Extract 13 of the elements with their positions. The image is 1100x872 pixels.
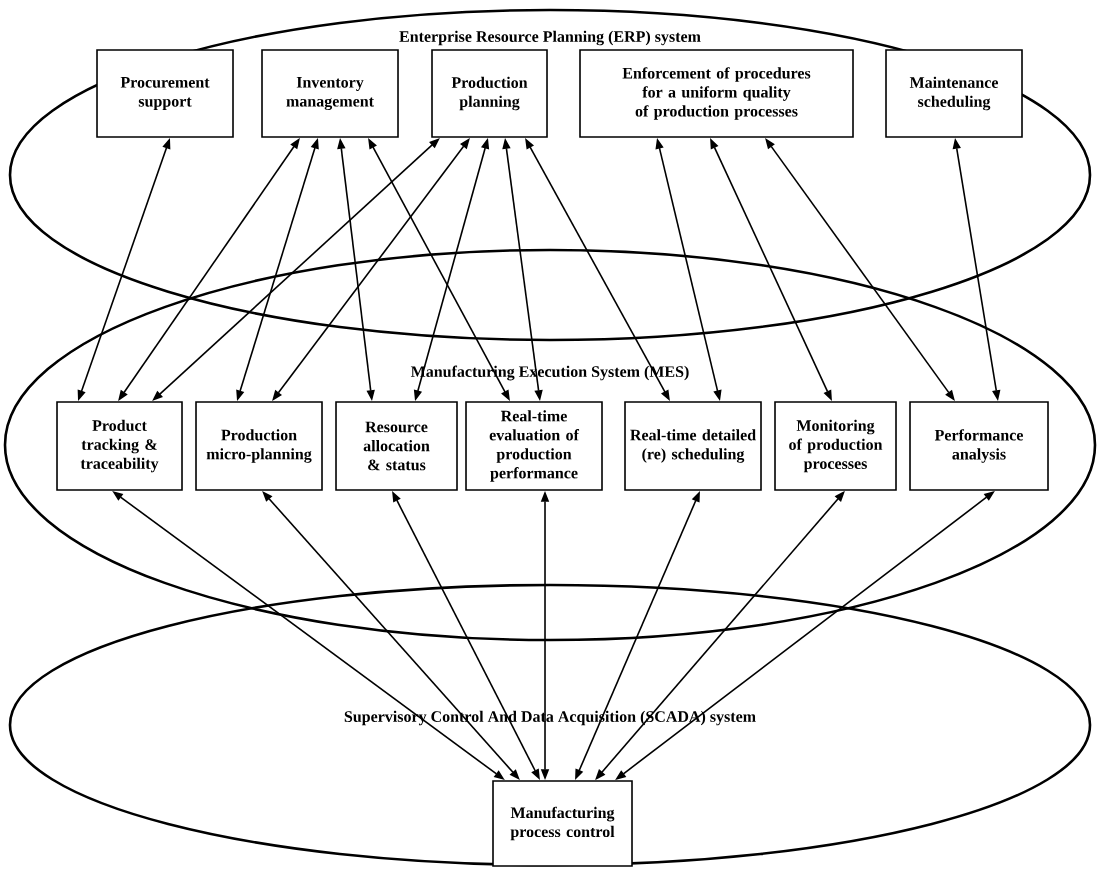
function-box: Manufacturing process control: [492, 780, 633, 867]
function-box: Monitoring of production processes: [774, 401, 897, 491]
function-box: Production planning: [431, 49, 548, 138]
function-box: Maintenance scheduling: [885, 49, 1023, 138]
function-box: Real-time detailed (re) scheduling: [624, 401, 762, 491]
function-box: Performance analysis: [909, 401, 1049, 491]
function-box: Production micro-planning: [195, 401, 323, 491]
function-box: Procurement support: [96, 49, 234, 138]
function-box: Enforcement of procedures for a uniform quality of production processes: [579, 49, 854, 138]
function-box: Resource allocation & status: [335, 401, 458, 491]
function-box: Product tracking & traceability: [56, 401, 183, 491]
function-box: Real-time evaluation of production performance: [465, 401, 603, 491]
function-box: Inventory management: [261, 49, 399, 138]
